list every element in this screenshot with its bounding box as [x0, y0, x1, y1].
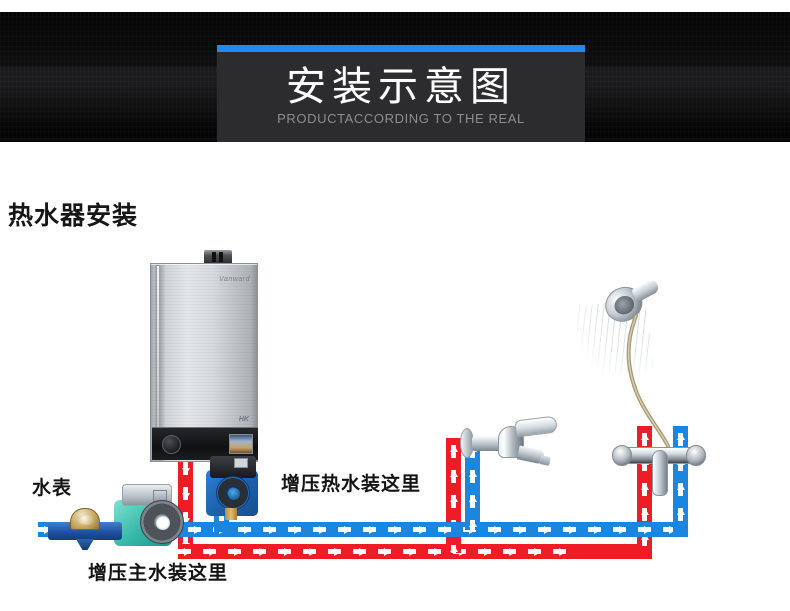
water-meter [48, 508, 122, 552]
shower-assembly [573, 272, 778, 496]
heater-flue-vent-icon [204, 250, 232, 264]
shower-head-neck [631, 278, 661, 303]
heater-brand-logo: Vanward [219, 276, 250, 283]
label-water-meter: 水表 [32, 478, 73, 499]
pump-motor-head [210, 456, 256, 478]
header-banner: 安装示意图 PRODUCTACCORDING TO THE REAL [0, 12, 790, 142]
pump-rotor-dial [216, 476, 250, 510]
banner-title-chinese: 安装示意图 [286, 65, 516, 109]
water-heater: Vanward HK [150, 250, 258, 462]
faucet-neck [472, 436, 502, 451]
teal-booster-pump [110, 484, 190, 550]
mixer-cold-cap[interactable] [686, 445, 706, 466]
pump-terminal-box [234, 458, 248, 468]
heater-body: Vanward HK [150, 263, 258, 462]
meter-foot [76, 539, 94, 550]
flow-arrows-right [178, 544, 652, 559]
banner-title-english: PRODUCTACCORDING TO THE REAL [277, 111, 525, 126]
heater-display-screen [229, 434, 253, 454]
banner-title-panel: 安装示意图 PRODUCTACCORDING TO THE REAL [217, 45, 585, 142]
heater-control-panel [152, 427, 258, 460]
pump-rotor-dial [140, 500, 184, 544]
shower-hose [626, 314, 670, 448]
wall-faucet [460, 414, 558, 474]
blue-booster-pump [196, 456, 268, 520]
label-main-water-booster: 增压主水装这里 [88, 563, 229, 584]
mixer-lever-handle[interactable] [652, 450, 668, 496]
faucet-lever-handle[interactable] [514, 415, 558, 438]
label-hot-water-booster: 增压热水装这里 [281, 474, 422, 495]
meter-dial-dome [70, 508, 100, 530]
shower-mixer-valve [612, 444, 706, 496]
faucet-outlet-tip [539, 455, 551, 466]
pump-flange-bottom [225, 508, 237, 520]
mixer-hot-cap[interactable] [612, 445, 632, 466]
heater-control-knob[interactable] [162, 435, 181, 454]
heater-model-mark: HK [238, 416, 249, 423]
meter-body [48, 522, 122, 540]
section-title: 热水器安装 [8, 202, 139, 230]
cold-pipe-faucet-riser [465, 438, 480, 530]
diagram-stage: Vanward HK [0, 230, 790, 611]
hot-pipe-horizontal-main [178, 544, 652, 559]
banner-accent-bar [217, 45, 585, 52]
